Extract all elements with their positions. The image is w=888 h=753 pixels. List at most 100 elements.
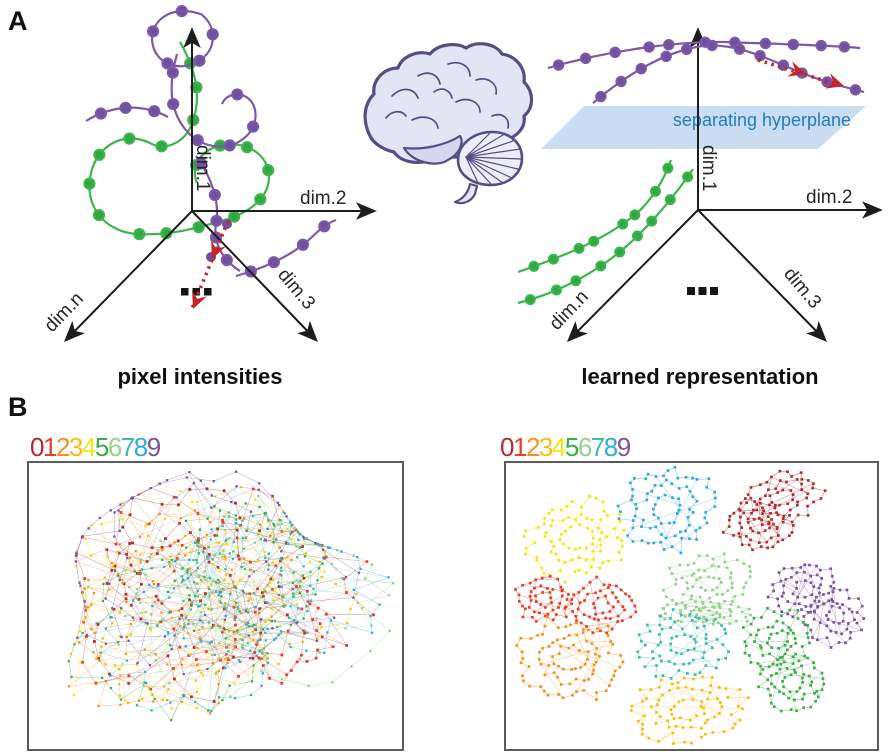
manifold-dot <box>119 101 132 114</box>
purple-curve-b <box>592 44 865 104</box>
manifold-dot <box>615 75 627 88</box>
panel-b-label: B <box>8 392 28 422</box>
legend-digit-4: 4 <box>81 432 96 462</box>
green-separated-curves <box>517 159 694 306</box>
manifold-dot <box>629 209 641 221</box>
manifold-dot <box>246 120 260 133</box>
manifold-dot <box>635 62 647 75</box>
cerebellum <box>456 130 524 187</box>
manifold-dot <box>643 41 655 53</box>
legend-digit-5: 5 <box>564 432 579 462</box>
axis-dimn <box>566 209 699 343</box>
manifold-dot <box>662 162 674 174</box>
manifold-dot <box>550 284 562 296</box>
ellipsis-dots <box>687 287 718 295</box>
manifold-dot <box>759 37 772 50</box>
manifold-dot <box>83 177 96 190</box>
legend-digit-8: 8 <box>133 432 148 462</box>
green-curve-a <box>517 159 673 274</box>
axis-label-dim3: dim.3 <box>779 264 825 313</box>
mnist-learned-space-scatter <box>504 461 879 751</box>
legend-digit-6: 6 <box>577 432 592 462</box>
manifold-dot <box>93 148 106 161</box>
legend-digit-7: 7 <box>120 432 135 462</box>
manifold-dot <box>318 220 331 233</box>
manifold-dot <box>631 230 643 242</box>
manifold-dot <box>193 54 206 67</box>
green-curve-b <box>517 168 694 305</box>
cerebellum-striations <box>465 132 523 186</box>
mnist-pixel-space-scatter <box>27 461 404 751</box>
manifold-dot <box>821 76 833 88</box>
pixel-space-plot: dim.1 dim.2 dim.n dim.3 <box>40 4 377 343</box>
purple-separated-curves <box>547 36 865 104</box>
legend-digit-0: 0 <box>30 432 44 462</box>
manifold-dot <box>849 84 862 96</box>
axes-right <box>566 27 883 343</box>
axis-label-dim2: dim.2 <box>806 187 852 208</box>
manifold-dot <box>187 113 200 127</box>
separating-hyperplane <box>541 106 866 149</box>
manifold-dot <box>660 50 672 63</box>
learned-space-plot: separating hyperplane dim.1 dim.2 dim.n … <box>517 27 883 343</box>
manifold-dot <box>646 215 658 227</box>
brain-icon <box>363 42 534 205</box>
manifold-dot <box>192 221 205 234</box>
manifold-dot <box>617 218 629 230</box>
manifold-dot <box>161 57 174 70</box>
manifold-dot <box>123 132 136 145</box>
legend-digit-6: 6 <box>107 432 122 462</box>
manifold-dot <box>267 256 280 269</box>
manifold-dot <box>231 88 244 101</box>
manifold-dot <box>649 185 661 197</box>
manifold-dot <box>570 275 582 287</box>
manifold-dot <box>528 260 540 272</box>
manifold-dot <box>146 25 160 38</box>
panel-a-label: A <box>8 6 28 36</box>
hyperplane-label: separating hyperplane <box>673 110 851 130</box>
legend-digit-4: 4 <box>551 432 566 462</box>
manifold-dot <box>680 43 693 55</box>
axis-label-dimn: dim.n <box>40 288 87 336</box>
axis-dim3 <box>191 210 318 343</box>
readout-arrow <box>189 220 230 312</box>
manifold-dot <box>595 260 607 272</box>
manifold-dot <box>706 39 718 52</box>
legend-digit-5: 5 <box>94 432 109 462</box>
manifold-dot <box>206 28 219 41</box>
legend-digit-3: 3 <box>538 432 553 462</box>
axis-label-dim1: dim.1 <box>698 145 719 191</box>
manifold-dot <box>262 164 275 177</box>
legend-digit-8: 8 <box>603 432 618 462</box>
purple-manifold-curves <box>85 4 337 278</box>
manifold-dot <box>579 52 592 65</box>
manifold-dot <box>220 253 233 267</box>
manifold-dot <box>573 242 585 254</box>
manifold-dot <box>733 43 746 55</box>
manifold-dot <box>94 107 107 120</box>
legend-digit-1: 1 <box>42 432 57 462</box>
manifold-dot <box>664 194 676 206</box>
manifold-dot <box>254 193 267 206</box>
manifold-dot <box>228 210 241 223</box>
manifold-dot <box>595 90 607 103</box>
manifold-dot <box>223 139 236 152</box>
manifold-dot <box>148 105 161 118</box>
ellipsis-dots <box>181 288 212 296</box>
legend-digit-3: 3 <box>68 432 83 462</box>
axis-label-dim3: dim.3 <box>273 265 319 314</box>
manifold-dot <box>155 140 168 153</box>
manifold-dot <box>524 294 536 306</box>
manifold-dot <box>175 4 188 18</box>
arrowhead-icon <box>192 290 207 309</box>
gyri-lines <box>385 61 510 129</box>
caption-pixel-intensities: pixel intensities <box>117 364 283 389</box>
manifold-dot <box>547 253 559 265</box>
axis-label-dim1: dim.1 <box>192 145 213 191</box>
arrowhead-icon <box>211 240 226 259</box>
traversal-arrow <box>757 58 844 89</box>
manifold-dot <box>92 209 106 222</box>
manifold-dot <box>194 157 208 170</box>
arrowhead-icon <box>825 73 844 89</box>
